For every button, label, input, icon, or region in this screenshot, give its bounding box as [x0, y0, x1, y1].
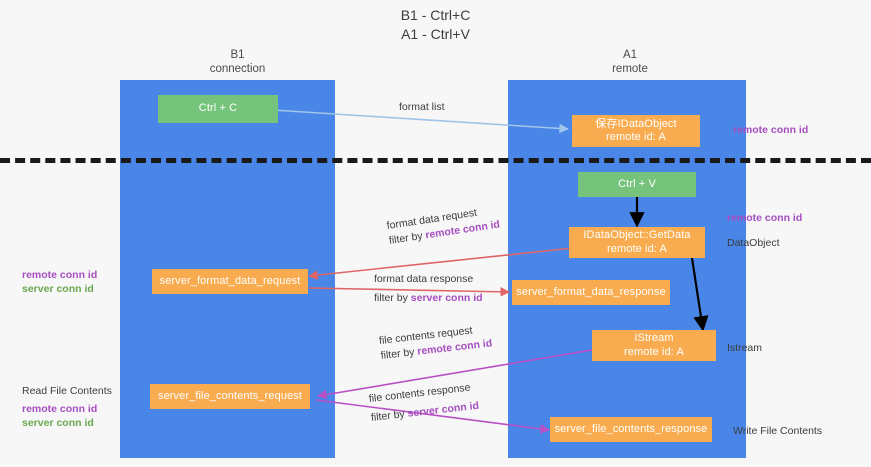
node-save-idataobject-line1: 保存IDataObject: [595, 117, 677, 130]
node-server-file-contents-response-label: server_file_contents_response: [554, 422, 708, 435]
filter-key-server-conn-id: server conn id: [410, 292, 483, 304]
node-ctrl-c[interactable]: Ctrl + C: [158, 95, 278, 123]
node-idataobject-getdata-line1: IDataObject::GetData: [583, 229, 691, 241]
annotation-right-istream: Istream: [727, 341, 762, 355]
annotation-right-dataobject-text: DataObject: [727, 237, 780, 249]
title-line-1: B1 - Ctrl+C: [400, 7, 471, 23]
annotation-right-remote-conn-id-mid-text: remote conn id: [727, 212, 803, 224]
title-line-2: A1 - Ctrl+V: [401, 26, 470, 42]
edge-label-file-contents-request: file contents request filter by remote c…: [378, 321, 493, 363]
filter-by-prefix: filter by: [374, 292, 411, 304]
node-ctrl-v[interactable]: Ctrl + V: [578, 172, 696, 197]
node-server-file-contents-response[interactable]: server_file_contents_response: [550, 417, 712, 442]
annotation-left-server-conn-id-mid: server conn id: [22, 283, 94, 295]
column-header-a1: A1 remote: [510, 48, 750, 76]
filter-by-prefix: filter by: [370, 407, 409, 424]
annotation-right-write-file-contents-text: Write File Contents: [733, 425, 823, 437]
filter-key-server-conn-id: server conn id: [406, 399, 480, 420]
edge-label-format-data-response: format data response filter by server co…: [374, 272, 483, 306]
annotation-right-write-file-contents: Write File Contents: [733, 424, 822, 438]
node-idataobject-getdata-line2: remote id: A: [607, 242, 667, 255]
annotation-left-read-file-contents-text: Read File Contents: [22, 385, 112, 397]
annotation-right-remote-conn-id-top-text: remote conn id: [733, 124, 809, 136]
annotation-right-istream-text: Istream: [727, 342, 763, 354]
node-istream-line2: remote id: A: [624, 345, 684, 358]
node-server-format-data-response[interactable]: server_format_data_response: [512, 280, 670, 305]
edge-label-format-data-response-title: format data response: [374, 273, 474, 285]
node-ctrl-v-label: Ctrl + V: [618, 177, 656, 190]
filter-by-prefix: filter by: [380, 345, 419, 362]
annotation-left-server-conn-id-bot: server conn id: [22, 417, 94, 429]
node-server-format-data-request[interactable]: server_format_data_request: [152, 269, 308, 294]
node-save-idataobject[interactable]: 保存IDataObject remote id: A: [572, 115, 700, 147]
node-istream-line1: IStream: [634, 332, 674, 344]
filter-by-prefix: filter by: [388, 229, 427, 247]
column-header-a1-role: remote: [612, 63, 648, 75]
page-title: B1 - Ctrl+C A1 - Ctrl+V: [0, 6, 871, 44]
annotation-right-remote-conn-id-top: remote conn id: [733, 123, 808, 137]
annotation-left-conn-ids-bottom: remote conn id server conn id: [22, 402, 97, 430]
node-server-file-contents-request[interactable]: server_file_contents_request: [150, 384, 310, 409]
column-header-b1-name: B1: [230, 49, 245, 61]
node-server-format-data-response-label: server_format_data_response: [516, 285, 666, 298]
edge-label-format-list-text: format list: [399, 101, 445, 113]
annotation-left-remote-conn-id-mid: remote conn id: [22, 269, 98, 281]
node-save-idataobject-line2: remote id: A: [606, 131, 666, 143]
node-ctrl-c-label: Ctrl + C: [198, 102, 238, 115]
edge-label-format-list: format list: [399, 100, 445, 115]
column-header-a1-name: A1: [622, 49, 638, 61]
edge-label-format-data-response-filter: filter by server conn id: [374, 291, 483, 306]
node-server-format-data-request-label: server_format_data_request: [159, 274, 301, 287]
annotation-right-dataobject: DataObject: [727, 236, 780, 250]
annotation-left-read-file-contents: Read File Contents: [22, 384, 112, 398]
annotation-left-remote-conn-id-bot: remote conn id: [22, 403, 98, 415]
annotation-left-conn-ids-mid: remote conn id server conn id: [22, 268, 97, 296]
edge-label-format-data-request: format data request filter by remote con…: [386, 203, 501, 249]
edge-label-file-contents-response: file contents response filter by server …: [368, 380, 480, 426]
column-header-b1: B1 connection: [125, 48, 350, 76]
node-server-file-contents-request-label: server_file_contents_request: [157, 389, 303, 402]
node-idataobject-getdata[interactable]: IDataObject::GetData remote id: A: [569, 227, 705, 258]
phase-divider: [0, 158, 871, 163]
node-istream[interactable]: IStream remote id: A: [592, 330, 716, 361]
column-header-b1-role: connection: [209, 63, 266, 75]
annotation-right-remote-conn-id-mid: remote conn id: [727, 211, 802, 225]
